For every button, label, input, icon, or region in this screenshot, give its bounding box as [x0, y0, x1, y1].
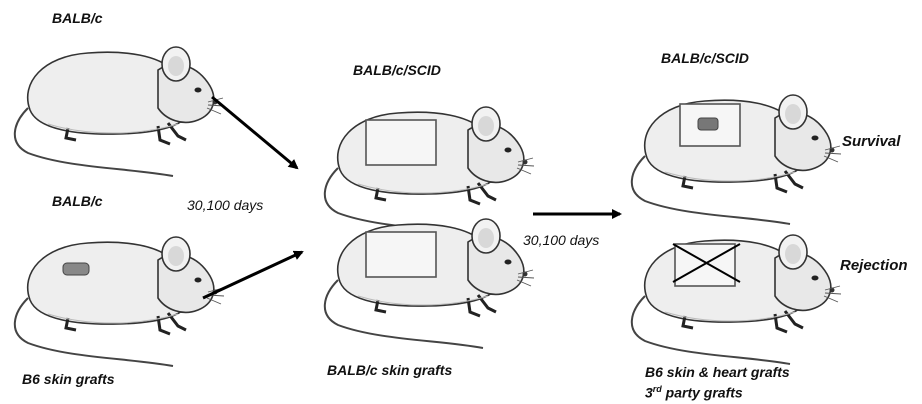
label-b6-grafts: B6 skin grafts: [22, 371, 115, 387]
label-interval-left: 30,100 days: [187, 197, 264, 213]
third-party-sup: rd: [652, 384, 662, 394]
arrow-donor-top-to-mid: [211, 95, 299, 170]
label-balbc-grafts: BALB/c skin grafts: [327, 362, 453, 378]
label-right-recipient: BALB/c/SCID: [661, 50, 749, 66]
graft-square: [365, 119, 437, 166]
label-third-party: 3rd party grafts: [645, 384, 743, 401]
third-party-num: 3: [645, 384, 653, 401]
label-survival: Survival: [842, 133, 901, 150]
mouse-donor-top: [13, 45, 226, 178]
label-interval-right: 30,100 days: [523, 232, 600, 248]
label-mid-recipient: BALB/c/SCID: [353, 62, 441, 78]
mouse-donor-bottom: [13, 235, 226, 368]
mouse-mid-top: [323, 105, 536, 238]
label-donor-bottom: BALB/c: [52, 193, 103, 209]
rejection-cross: [672, 243, 741, 283]
mouse-mid-bottom: [323, 217, 536, 350]
graft-patch: [697, 117, 719, 131]
label-donor-top: BALB/c: [52, 10, 103, 26]
label-rejection: Rejection: [840, 257, 908, 274]
mouse-right-bottom: [630, 233, 843, 366]
arrow-donor-bottom-to-mid: [202, 250, 304, 300]
mouse-right-top: [630, 93, 843, 226]
graft-square: [365, 231, 437, 278]
label-right-grafts: B6 skin & heart grafts: [645, 364, 790, 380]
third-party-rest: party grafts: [661, 384, 743, 401]
graft-patch: [62, 262, 90, 276]
